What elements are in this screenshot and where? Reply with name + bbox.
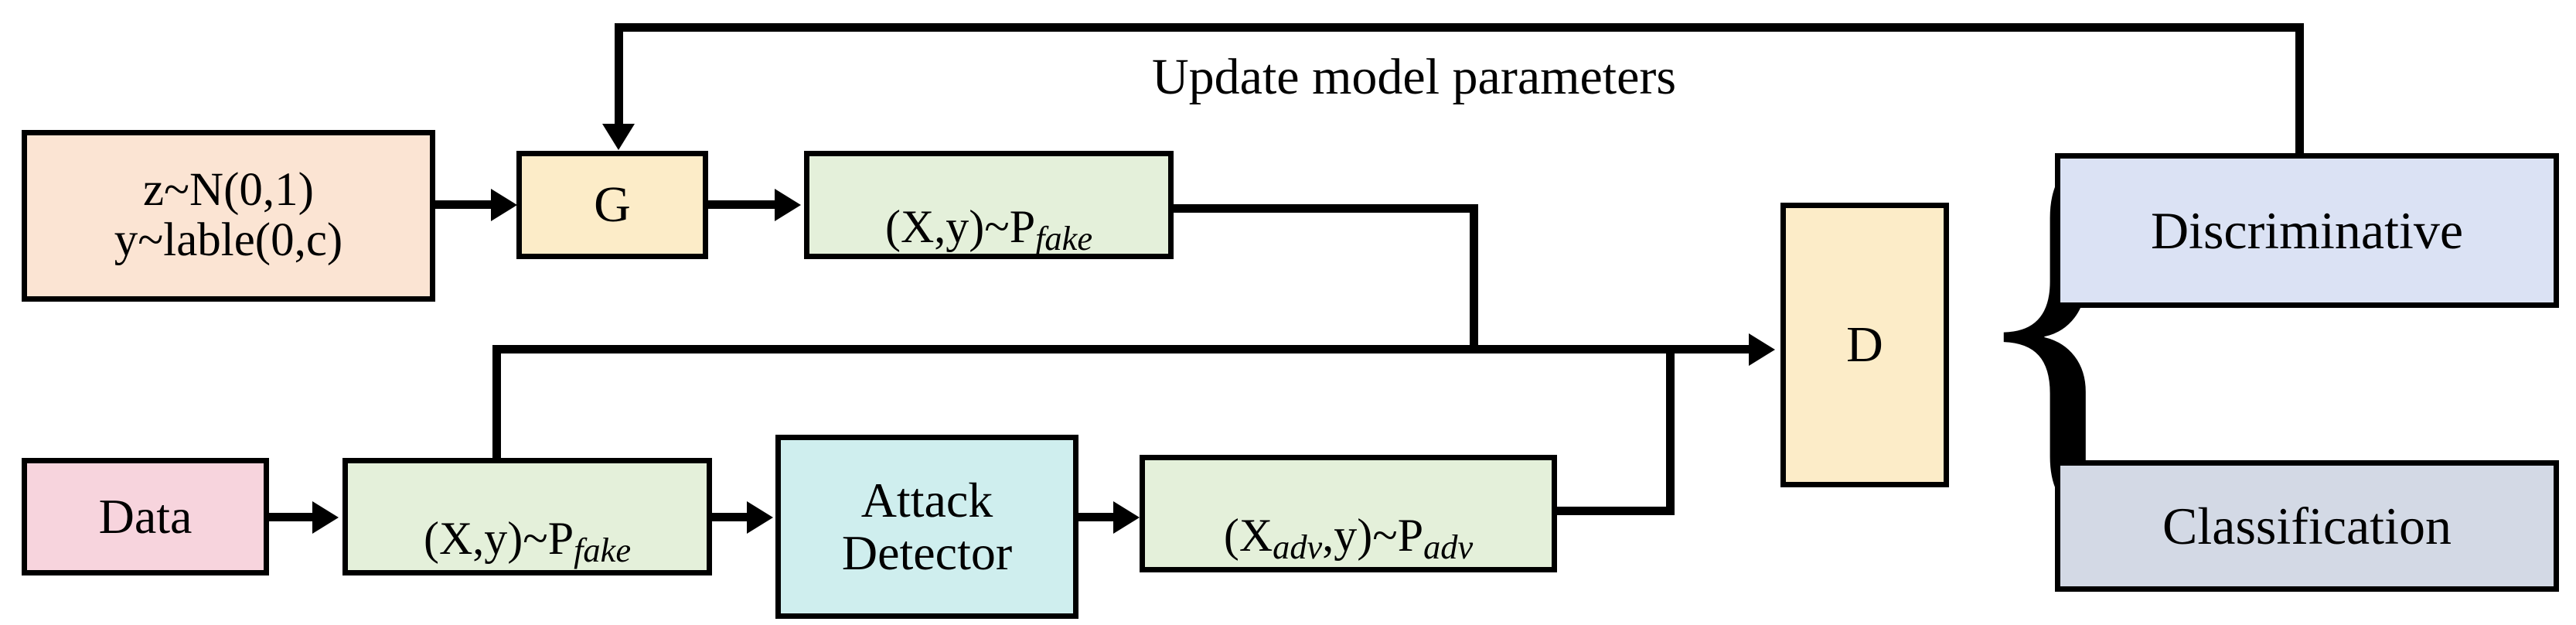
arrowhead-fake-bottom-to-attack-detector [747, 501, 773, 534]
edge-noise-to-generator [435, 200, 496, 209]
node-generator-label: G [594, 176, 631, 234]
arrowhead-into-discriminator [1749, 333, 1775, 366]
node-data-source-label: Data [98, 489, 193, 545]
edge-feedback-right-riser [2295, 23, 2304, 159]
node-discriminative-head[interactable]: Discriminative [2055, 153, 2559, 308]
adv-mid: ,y)~P [1322, 509, 1424, 561]
node-generator[interactable]: G [516, 151, 708, 259]
arrowhead-generator-to-fake-top [775, 189, 801, 221]
arrowhead-noise-to-generator [491, 189, 517, 221]
arrowhead-attack-detector-to-adv [1113, 501, 1140, 534]
node-classification-head[interactable]: Classification [2055, 460, 2559, 592]
node-adversarial-distribution[interactable]: (Xadv,y)~Padv [1140, 455, 1557, 572]
edge-fake-bottom-to-attack-detector [712, 513, 752, 521]
adv-base: (X [1223, 509, 1273, 561]
node-fake-distribution-bottom[interactable]: (X,y)~Pfake [342, 458, 712, 575]
edge-feedback-top-rail [615, 23, 2304, 32]
node-fake-distribution-top[interactable]: (X,y)~Pfake [804, 151, 1174, 259]
edge-data-to-fake-bottom [269, 513, 317, 521]
edge-generator-to-fake-top [708, 200, 779, 209]
adv-subscript-2: adv [1423, 527, 1474, 566]
node-discriminator[interactable]: D [1780, 203, 1949, 487]
edge-fake-bottom-riser [492, 345, 501, 461]
node-fake-distribution-bottom-label: (X,y)~Pfake [348, 465, 707, 568]
node-classification-head-label: Classification [2162, 496, 2452, 555]
node-data-source[interactable]: Data [22, 458, 269, 575]
node-discriminative-head-label: Discriminative [2150, 200, 2464, 260]
feedback-caption: Update model parameters [1152, 49, 1677, 105]
node-discriminator-label: D [1846, 316, 1883, 374]
adv-subscript-1: adv [1273, 527, 1323, 566]
edge-fake-top-down [1470, 204, 1478, 353]
edge-adv-riser [1666, 345, 1675, 515]
fake-bottom-base: (X,y)~P [423, 512, 574, 564]
node-attack-detector-label: Attack Detector [841, 473, 1013, 580]
node-fake-distribution-top-label: (X,y)~Pfake [809, 153, 1168, 256]
arrowhead-data-to-fake-bottom [312, 501, 339, 534]
node-noise-prior-label: z~N(0,1) y~lable(0,c) [114, 164, 343, 266]
node-attack-detector[interactable]: Attack Detector [775, 435, 1078, 619]
node-noise-prior[interactable]: z~N(0,1) y~lable(0,c) [22, 130, 435, 302]
arrowhead-into-generator [602, 124, 635, 150]
fake-top-subscript: fake [1035, 218, 1093, 258]
fake-top-base: (X,y)~P [884, 200, 1036, 252]
edge-feedback-left-drop [615, 23, 623, 128]
edge-attack-detector-to-adv [1078, 513, 1119, 521]
edge-central-rail-to-discriminator [492, 345, 1753, 353]
fake-bottom-subscript: fake [574, 530, 632, 569]
edge-adv-out [1554, 507, 1675, 515]
node-adversarial-distribution-label: (Xadv,y)~Padv [1145, 462, 1552, 565]
edge-fake-top-out [1169, 204, 1478, 213]
